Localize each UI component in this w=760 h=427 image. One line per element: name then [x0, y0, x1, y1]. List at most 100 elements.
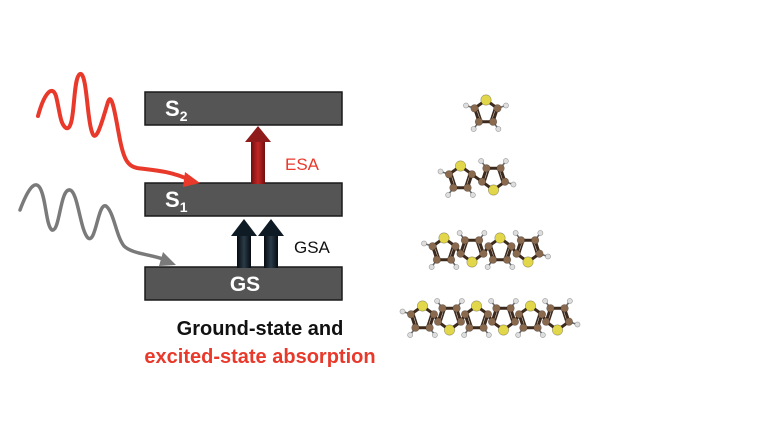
- hydrogen-atom: [407, 332, 414, 338]
- red-photon-wave: [36, 71, 192, 182]
- hydrogen-atom: [437, 168, 444, 175]
- carbon-atom: [479, 249, 488, 258]
- sulfur-atom: [524, 300, 536, 312]
- hydrogen-atom: [469, 192, 476, 198]
- hydrogen-atom: [484, 264, 491, 270]
- carbon-atom: [535, 249, 544, 258]
- sulfur-atom: [480, 94, 492, 106]
- carbon-atom: [479, 323, 488, 332]
- sulfur-atom: [470, 300, 482, 312]
- carbon-atom: [452, 304, 461, 313]
- carbon-atom: [510, 317, 520, 326]
- hydrogen-atom: [503, 102, 509, 109]
- s1-label: S1: [165, 187, 188, 215]
- carbon-atom: [470, 104, 479, 113]
- carbon-atom: [467, 170, 477, 179]
- hydrogen-atom: [488, 298, 495, 304]
- oligothiophene-molecules: [399, 94, 581, 338]
- carbon-atom: [406, 310, 416, 319]
- carbon-atom: [519, 323, 528, 332]
- hydrogen-atom: [453, 264, 460, 270]
- carbon-atom: [564, 317, 574, 326]
- carbon-atom: [482, 164, 491, 173]
- hydrogen-atom: [510, 181, 517, 188]
- sulfur-atom: [416, 300, 428, 312]
- quaterthiophene-molecule: [421, 230, 551, 270]
- hydrogen-atom: [574, 321, 581, 328]
- carbon-atom: [460, 236, 470, 245]
- carbon-atom: [496, 164, 505, 173]
- carbon-atom: [460, 310, 470, 319]
- sulfur-atom: [454, 160, 466, 172]
- carbon-atom: [488, 117, 498, 126]
- carbon-atom: [428, 242, 437, 251]
- hydrogen-atom: [431, 332, 438, 338]
- hydrogen-atom: [485, 332, 492, 338]
- hydrogen-atom: [428, 264, 435, 270]
- sulfur-atom: [494, 232, 506, 244]
- carbon-atom: [433, 317, 443, 326]
- esa-label: ESA: [285, 155, 320, 174]
- carbon-atom: [514, 310, 524, 319]
- carbon-atom: [411, 323, 420, 332]
- hydrogen-atom: [470, 126, 477, 132]
- red-photon-arrowhead: [183, 172, 200, 187]
- carbon-atom: [516, 236, 526, 245]
- carbon-atom: [502, 255, 512, 264]
- thiophene-molecule: [463, 94, 509, 132]
- carbon-atom: [500, 177, 510, 186]
- hydrogen-atom: [502, 158, 509, 164]
- sulfur-atom: [497, 324, 509, 336]
- carbon-atom: [474, 117, 484, 126]
- hydrogen-atom: [542, 298, 549, 304]
- carbon-atom: [425, 323, 434, 332]
- gs-label: GS: [230, 273, 260, 296]
- carbon-atom: [546, 304, 555, 313]
- carbon-atom: [492, 304, 501, 313]
- s1-level-bar: [144, 182, 343, 217]
- carbon-atom: [530, 236, 540, 245]
- sulfur-atom: [443, 324, 455, 336]
- s2-level-bar: [144, 91, 343, 126]
- hydrogen-atom: [434, 298, 441, 304]
- hydrogen-atom: [537, 230, 544, 236]
- carbon-atom: [438, 304, 447, 313]
- hydrogen-atom: [539, 332, 546, 338]
- hydrogen-atom: [463, 102, 469, 109]
- carbon-atom: [446, 255, 456, 264]
- carbon-atom: [451, 242, 460, 251]
- carbon-atom: [488, 255, 498, 264]
- sulfur-atom: [438, 232, 450, 244]
- carbon-atom: [474, 236, 484, 245]
- caption-line-1: Ground-state and: [176, 318, 344, 340]
- carbon-atom: [560, 304, 569, 313]
- caption-line-2: excited-state absorption: [144, 346, 376, 368]
- carbon-atom: [449, 183, 458, 192]
- hydrogen-atom: [456, 230, 463, 236]
- carbon-atom: [465, 323, 474, 332]
- hydrogen-atom: [478, 158, 485, 164]
- carbon-atom: [493, 104, 502, 113]
- sulfur-atom: [522, 256, 534, 268]
- carbon-atom: [463, 183, 472, 192]
- sulfur-atom: [551, 324, 563, 336]
- carbon-atom: [537, 310, 547, 319]
- carbon-atom: [512, 249, 521, 258]
- carbon-atom: [533, 323, 542, 332]
- carbon-atom: [507, 242, 516, 251]
- carbon-atom: [444, 170, 454, 179]
- hydrogen-atom: [421, 240, 427, 247]
- sulfur-atom: [466, 256, 478, 268]
- esa-arrow: [245, 126, 271, 184]
- carbon-atom: [484, 242, 493, 251]
- carbon-atom: [432, 255, 442, 264]
- sexithiophene-molecule: [399, 298, 581, 338]
- s2-label: S2: [165, 96, 188, 124]
- hydrogen-atom: [461, 332, 468, 338]
- hydrogen-atom: [445, 192, 452, 198]
- hydrogen-atom: [545, 253, 551, 260]
- bithiophene-molecule: [437, 158, 517, 198]
- carbon-atom: [506, 304, 515, 313]
- hydrogen-atom: [399, 308, 406, 315]
